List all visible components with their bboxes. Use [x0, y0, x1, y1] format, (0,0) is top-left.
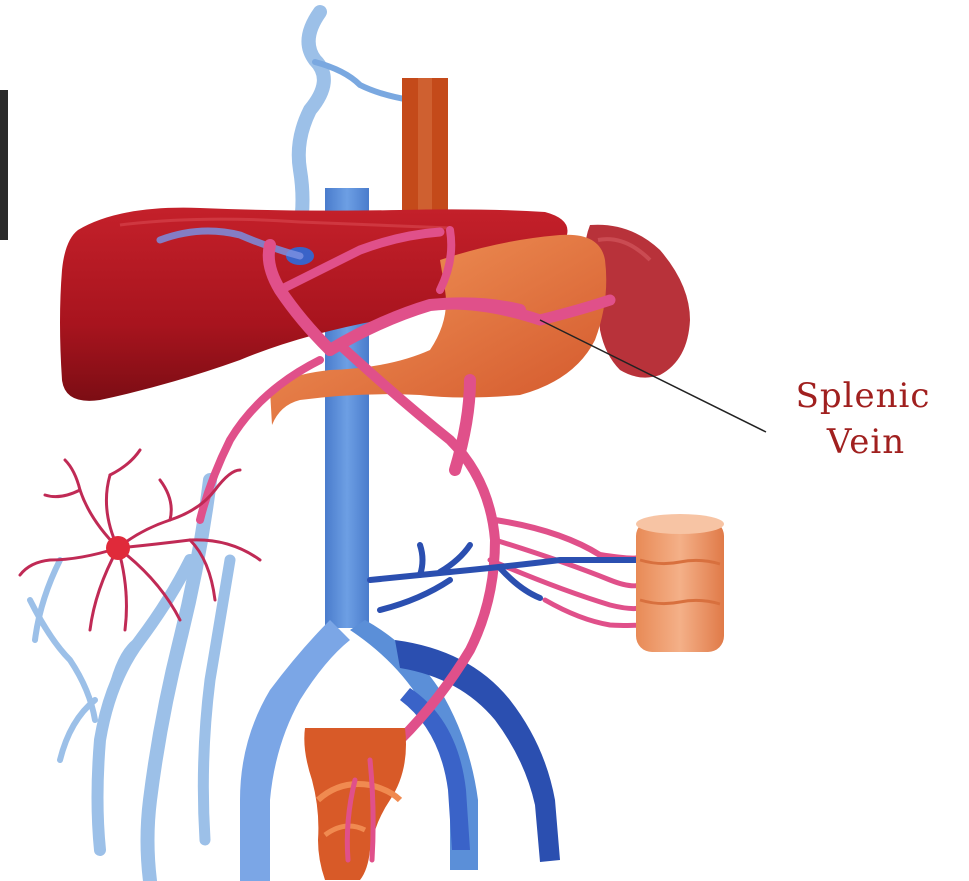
splenic-vein-label-line2: Vein: [826, 422, 905, 462]
upper-vein-left: [299, 12, 324, 230]
colon-segment: [636, 514, 724, 652]
splenic-vein-label-line1: Splenic: [796, 376, 931, 416]
pink-plexus-node: [106, 536, 130, 560]
rectum: [304, 728, 406, 880]
left-edge-frame: [0, 90, 8, 240]
